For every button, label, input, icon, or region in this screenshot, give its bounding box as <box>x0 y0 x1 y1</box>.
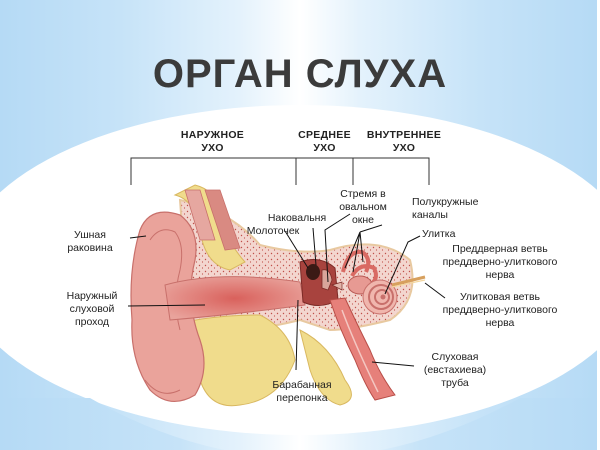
label-ear-canal-line3: проход <box>74 316 110 328</box>
label-cochlear-branch: Улитковая ветвь преддверно-улиткового не… <box>420 291 580 330</box>
label-stapes: Стремя в овальном окне <box>328 188 398 227</box>
label-stapes-line1: Стремя в <box>340 188 386 200</box>
label-auricle: Ушная раковина <box>50 229 130 255</box>
label-vestibular-branch-line1: Преддверная ветвь <box>452 243 548 255</box>
label-semicircular-canals-line1: Полукружные <box>412 196 479 208</box>
label-malleus: Молоточек <box>246 225 300 237</box>
section-middle-ear-line2: УХО <box>313 142 336 154</box>
label-auricle-line2: раковина <box>67 242 113 254</box>
label-ear-canal-line2: слуховой <box>69 303 115 315</box>
section-outer-ear-line2: УХО <box>201 142 224 154</box>
label-eustachian-tube-line1: Слуховая <box>431 351 479 363</box>
label-semicircular-canals: Полукружные каналы <box>412 196 512 222</box>
section-brackets <box>130 157 430 185</box>
leader-lines <box>127 213 446 371</box>
label-stapes-line2: овальном <box>339 201 387 213</box>
section-inner-ear-line2: УХО <box>392 142 416 154</box>
label-eustachian-tube-line2: (евстахиева) <box>423 364 487 376</box>
label-cochlear-branch-line3: нерва <box>485 317 515 329</box>
label-eardrum: Барабанная перепонка <box>262 379 342 405</box>
section-inner-ear-line1: ВНУТРЕННЕЕ <box>366 129 442 141</box>
section-outer-ear-line1: НАРУЖНОЕ <box>180 129 245 141</box>
label-cochlea: Улитка <box>422 228 456 240</box>
right-edge <box>597 0 600 450</box>
label-vestibular-branch-line2: преддверно-улиткового <box>442 256 558 268</box>
label-eardrum-line2: перепонка <box>276 392 328 404</box>
label-eustachian-tube: Слуховая (евстахиева) труба <box>410 351 500 390</box>
section-inner-ear: ВНУТРЕННЕЕ УХО <box>358 129 450 155</box>
section-outer-ear: НАРУЖНОЕ УХО <box>170 129 255 155</box>
section-middle-ear-line1: СРЕДНЕЕ <box>298 129 351 141</box>
label-cochlear-branch-line2: преддверно-улиткового <box>442 304 558 316</box>
label-auricle-line1: Ушная <box>74 229 106 241</box>
label-vestibular-branch-line3: нерва <box>485 269 515 281</box>
label-cochlear-branch-line1: Улитковая ветвь <box>459 291 541 303</box>
section-middle-ear: СРЕДНЕЕ УХО <box>287 129 362 155</box>
label-ear-canal: Наружный слуховой проход <box>52 290 132 329</box>
label-eardrum-line1: Барабанная <box>272 379 332 391</box>
page-title: ОРГАН СЛУХА <box>152 52 448 96</box>
label-semicircular-canals-line2: каналы <box>412 209 448 221</box>
label-ear-canal-line1: Наружный <box>66 290 118 302</box>
label-vestibular-branch: Преддверная ветвь преддверно-улиткового … <box>420 243 580 282</box>
label-eustachian-tube-line3: труба <box>441 377 469 389</box>
label-stapes-line3: окне <box>351 214 375 226</box>
label-incus: Наковальня <box>267 212 327 224</box>
